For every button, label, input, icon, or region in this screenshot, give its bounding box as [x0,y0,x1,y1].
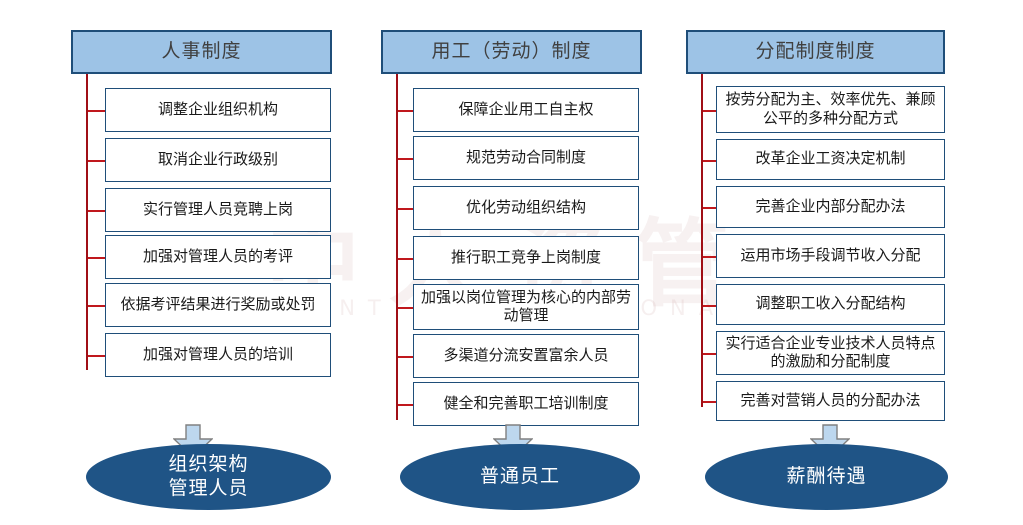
measure-box[interactable]: 改革企业工资决定机制 [716,139,945,180]
measure-box[interactable]: 实行适合企业专业技术人员特点的激励和分配制度 [716,331,945,375]
measure-box[interactable]: 规范劳动合同制度 [413,136,639,180]
measure-box[interactable]: 按劳分配为主、效率优先、兼顾公平的多种分配方式 [716,86,945,133]
measure-box[interactable]: 加强以岗位管理为核心的内部劳动管理 [413,284,639,330]
connector-stub [398,110,413,112]
measure-box[interactable]: 加强对管理人员的培训 [105,333,331,377]
connector-stub [398,404,413,406]
connector-stub [398,158,413,160]
connector-stub [88,355,105,357]
connector-stub [398,356,413,358]
measure-box[interactable]: 实行管理人员竞聘上岗 [105,188,331,232]
column-header-col-distribution[interactable]: 分配制度制度 [686,30,945,74]
connector-stub [88,160,105,162]
measure-box[interactable]: 运用市场手段调节收入分配 [716,234,945,278]
measure-box[interactable]: 推行职工竞争上岗制度 [413,236,639,280]
connector-stub [88,110,105,112]
connector-stub [88,257,105,259]
measure-box[interactable]: 保障企业用工自主权 [413,88,639,132]
connector-stub [703,401,716,403]
outcome-ellipse-col-personnel[interactable]: 组织架构 管理人员 [86,444,331,510]
connector-stub [703,353,716,355]
measure-box[interactable]: 调整职工收入分配结构 [716,284,945,325]
outcome-ellipse-col-labor[interactable]: 普通员工 [400,444,640,510]
measure-box[interactable]: 加强对管理人员的考评 [105,235,331,279]
column-header-col-labor[interactable]: 用工（劳动）制度 [381,30,642,74]
measure-box[interactable]: 完善企业内部分配办法 [716,186,945,228]
connector-stub [703,304,716,307]
measure-box[interactable]: 取消企业行政级别 [105,138,331,182]
connector-stub [703,109,716,112]
measure-box[interactable]: 健全和完善职工培训制度 [413,382,639,426]
measure-box[interactable]: 依据考评结果进行奖励或处罚 [105,283,331,327]
connector-stub [398,307,413,309]
measure-box[interactable]: 完善对营销人员的分配办法 [716,381,945,421]
outcome-ellipse-col-distribution[interactable]: 薪酬待遇 [705,444,948,510]
connector-stub [703,159,716,162]
measure-box[interactable]: 调整企业组织机构 [105,88,331,132]
connector-trunk-col-labor [396,74,398,420]
connector-stub [398,258,413,260]
connector-trunk-col-distribution [701,74,703,407]
connector-stub [703,256,716,258]
connector-stub [88,210,105,212]
measure-box[interactable]: 多渠道分流安置富余人员 [413,334,639,378]
connector-stub [398,208,413,210]
connector-trunk-col-personnel [86,74,88,370]
connector-stub [703,207,716,209]
column-header-col-personnel[interactable]: 人事制度 [71,30,332,74]
measure-box[interactable]: 优化劳动组织结构 [413,186,639,230]
connector-stub [88,305,105,307]
